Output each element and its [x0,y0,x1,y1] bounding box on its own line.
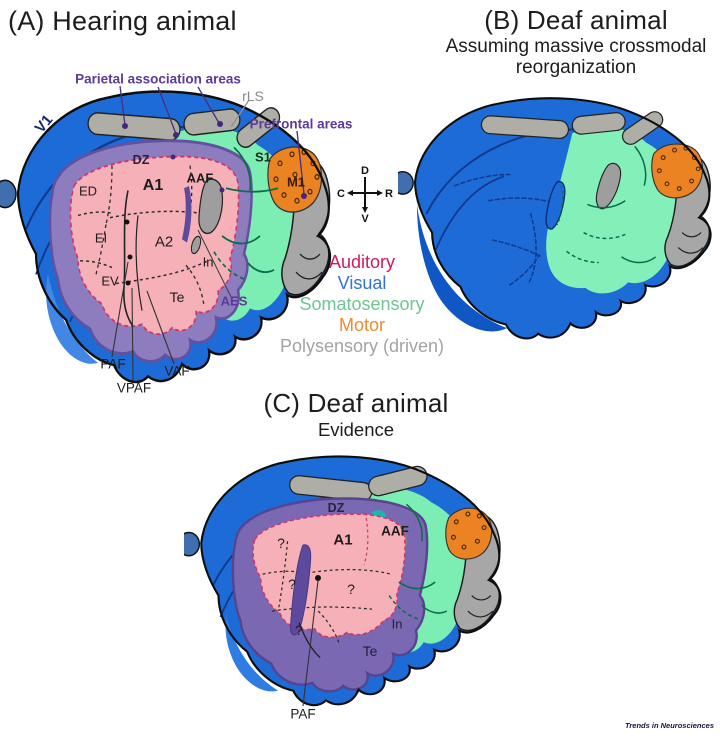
panel-c-header: (C) Deaf animal Evidence [220,388,492,440]
compass-ventral-label: V [361,213,369,223]
unknown-area-1: ? [277,535,285,551]
paf-sliver-c [289,544,312,636]
area-label-in-a: In [202,254,214,270]
compass-arrowheads [347,190,383,213]
unknown-area-3: ? [347,581,355,597]
visual-light-band-a [46,274,98,364]
aaf-sliver-a [182,186,192,243]
panel-b-title: (B) Deaf animal [484,5,668,35]
somatosensory-sulci-b [556,145,657,264]
brain-outline-b [414,97,712,340]
parietal-strips-c [289,465,428,502]
compass-cross [349,177,381,209]
callout-rls: rLS [242,88,264,104]
callout-parietal-association-areas: Parietal association areas [75,71,241,87]
callout-vaf: VAF [164,363,190,379]
somatosensory-sulci-c [388,503,448,620]
brainstem-stub-b [398,170,414,195]
callout-paf-a: PAF [100,356,126,372]
area-label-aaf-c: AAF [381,523,409,539]
frontal-pole-gyri-b [677,232,704,254]
compass-dorsal-label: D [361,165,369,177]
unknown-area-4: ? [295,622,303,638]
unknown-area-2: ? [288,576,296,592]
callout-aes: AES [220,293,248,309]
legend-auditory: Auditory [328,252,396,272]
area-label-te-c: Te [362,643,378,659]
panel-c-title: (C) Deaf animal [263,388,449,418]
area-label-a2: A2 [154,233,174,251]
motor-dots-c [450,511,487,550]
legend-polysensory: Polysensory (driven) [279,336,445,356]
legend-motor: Motor [338,315,385,335]
area-label-aaf-a: AAF [186,170,214,186]
panel-c-subtitle: Evidence [317,419,395,440]
area-label-ed: ED [78,183,98,199]
visual-light-band-c [225,614,278,692]
panel-b-subtitle: Assuming massive crossmodal reorganizati… [445,36,707,78]
brainstem-stub-a [0,179,17,209]
callout-paf-c: PAF [290,706,316,722]
compass-caudal-label: C [337,188,345,200]
motor-region-c [445,507,493,560]
area-label-te-a: Te [169,289,185,305]
modality-legend: Auditory Visual Somatosensory Motor Poly… [250,252,474,357]
parietal-strips-b [480,111,664,145]
auditory-core-c [252,513,406,638]
area-label-dz-c: DZ [327,501,345,515]
area-label-v1: V1 [31,111,57,137]
orientation-compass: D C R V [337,165,393,223]
journal-credit: Trends in Neurosciences [624,721,714,730]
area-label-dz-a: DZ [132,153,150,167]
panel-c-brain [184,455,502,707]
area-label-in-c: In [391,616,403,632]
compass-rostral-label: R [385,188,393,200]
area-label-a1-c: A1 [333,531,353,549]
area-label-m1: M1 [286,174,306,190]
somatosensory-region-b [546,127,680,294]
visual-dark-band-b [416,204,507,332]
callout-vpaf: VPAF [116,380,152,396]
area-label-a1-a: A1 [142,177,164,194]
legend-visual: Visual [337,273,387,293]
area-label-ei: EI [94,230,108,246]
legend-somatosensory: Somatosensory [299,294,425,314]
panel-b-header: (B) Deaf animal Assuming massive crossmo… [430,5,720,78]
brain-outline-c [200,455,502,707]
area-label-ev: EV [101,273,119,289]
panel-b-brain [398,97,712,340]
callout-prefrontal-areas: Prefrontal areas [249,116,353,132]
auditory-remnant-sliver-b [545,180,566,230]
panel-a-title: (A) Hearing animal [8,6,237,36]
area-label-s1: S1 [255,149,271,165]
frontal-pole-gyri-a [295,253,323,280]
brainstem-stub-c [184,531,201,557]
frontal-pole-gyri-c [467,595,494,618]
